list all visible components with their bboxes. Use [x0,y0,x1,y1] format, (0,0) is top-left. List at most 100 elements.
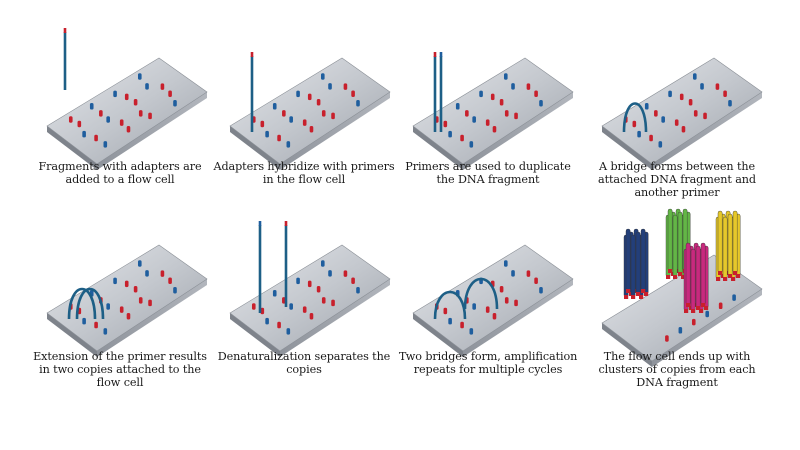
caption-line: clusters of copies from each [598,363,756,376]
primer-mark [539,286,543,294]
primer-mark [448,130,452,138]
primer-mark [499,285,504,293]
primer-mark [289,116,293,123]
cluster-base [696,306,701,310]
primer-mark [289,303,293,310]
primer-mark [514,112,518,120]
plate-edge-right [463,279,573,357]
primer-mark [490,93,495,101]
cluster-strand [672,214,678,278]
plate-edge-left [230,313,280,357]
cluster-strand [625,228,631,292]
primer-mark [485,306,490,313]
plate-edge-right [97,279,207,357]
primer-mark [106,116,110,123]
primer-mark [732,294,736,301]
caption-line: copies [286,363,322,376]
cluster-base [686,303,691,307]
dna-cluster [623,228,649,299]
primer-mark [138,297,143,304]
primer-mark [443,120,448,128]
primer-mark [137,260,142,267]
caption-step-7: Two bridges form, amplification repeats … [395,350,581,376]
plate-edge-left [47,313,97,357]
cluster-base [736,274,741,278]
plate-edge-right [97,92,207,170]
primer-mark [302,306,307,313]
panel-step-8 [601,208,763,367]
cluster-base [728,274,733,278]
primer-mark [260,120,265,128]
flow-cell-plate [229,57,391,165]
plate-edge-left [602,126,652,170]
primer-mark [343,270,348,277]
cluster-strand [667,208,673,272]
cluster-base [631,295,636,299]
primer-mark [148,112,152,120]
primer-mark [331,299,335,307]
primer-mark [460,134,464,142]
cluster-base [691,309,696,313]
panel-step-4 [601,57,763,170]
primer-mark [504,297,509,304]
cluster-strand [635,231,641,295]
primer-mark [173,99,177,107]
dna-cluster [715,210,741,281]
primer-mark [168,277,172,284]
primer-mark [286,328,291,335]
primer-mark [688,98,693,106]
primer-mark [321,297,326,304]
primer-mark [492,125,497,133]
cluster-base [731,277,736,281]
primer-mark [469,328,474,335]
primer-mark [665,335,669,342]
cluster-strand [690,248,696,312]
cluster-base [701,303,706,307]
primer-mark [307,93,312,101]
cluster-base [639,295,644,299]
primer-mark [265,130,269,138]
plate-edge-left [413,313,463,357]
caption-line: Fragments with adapters are [38,160,202,173]
caption-step-2: Adapters hybridize with primers in the f… [211,160,397,186]
primer-mark [331,112,335,120]
cluster-strand [717,210,723,274]
caption-line: in two copies attached to the [39,363,201,376]
cluster-strand [630,234,636,298]
primer-mark [145,83,149,90]
primer-mark [356,286,360,294]
primer-mark [503,73,508,80]
cluster-base [668,269,673,273]
primer-mark [472,303,476,310]
primer-mark [320,73,325,80]
primer-mark [492,312,497,320]
cluster-base [673,275,678,279]
primer-mark [661,116,665,123]
primer-mark [94,321,98,329]
primer-mark [160,83,165,90]
cluster-strand [640,228,646,292]
caption-line: Two bridges form, amplification [398,350,578,363]
dna-bridge [67,287,97,320]
primer-mark [99,110,103,117]
primer-mark [526,270,531,277]
caption-line: in the flow cell [262,173,346,186]
primer-mark [679,93,684,101]
dna-bridge [463,277,499,310]
caption-line: Primers are used to duplicate [405,160,571,173]
primer-mark [465,110,469,117]
primer-mark [296,90,300,98]
primer-mark [469,141,474,148]
caption-line: added to a flow cell [65,173,175,186]
cluster-base [723,277,728,281]
primer-mark [277,134,281,142]
primer-mark [692,73,697,80]
plate-edge-left [230,126,280,170]
plate-edge-right [280,279,390,357]
primer-mark [534,277,538,284]
primer-mark [681,125,686,133]
primer-mark [632,120,637,128]
primer-mark [321,110,326,117]
primer-mark [503,260,508,267]
primer-mark [148,299,152,307]
